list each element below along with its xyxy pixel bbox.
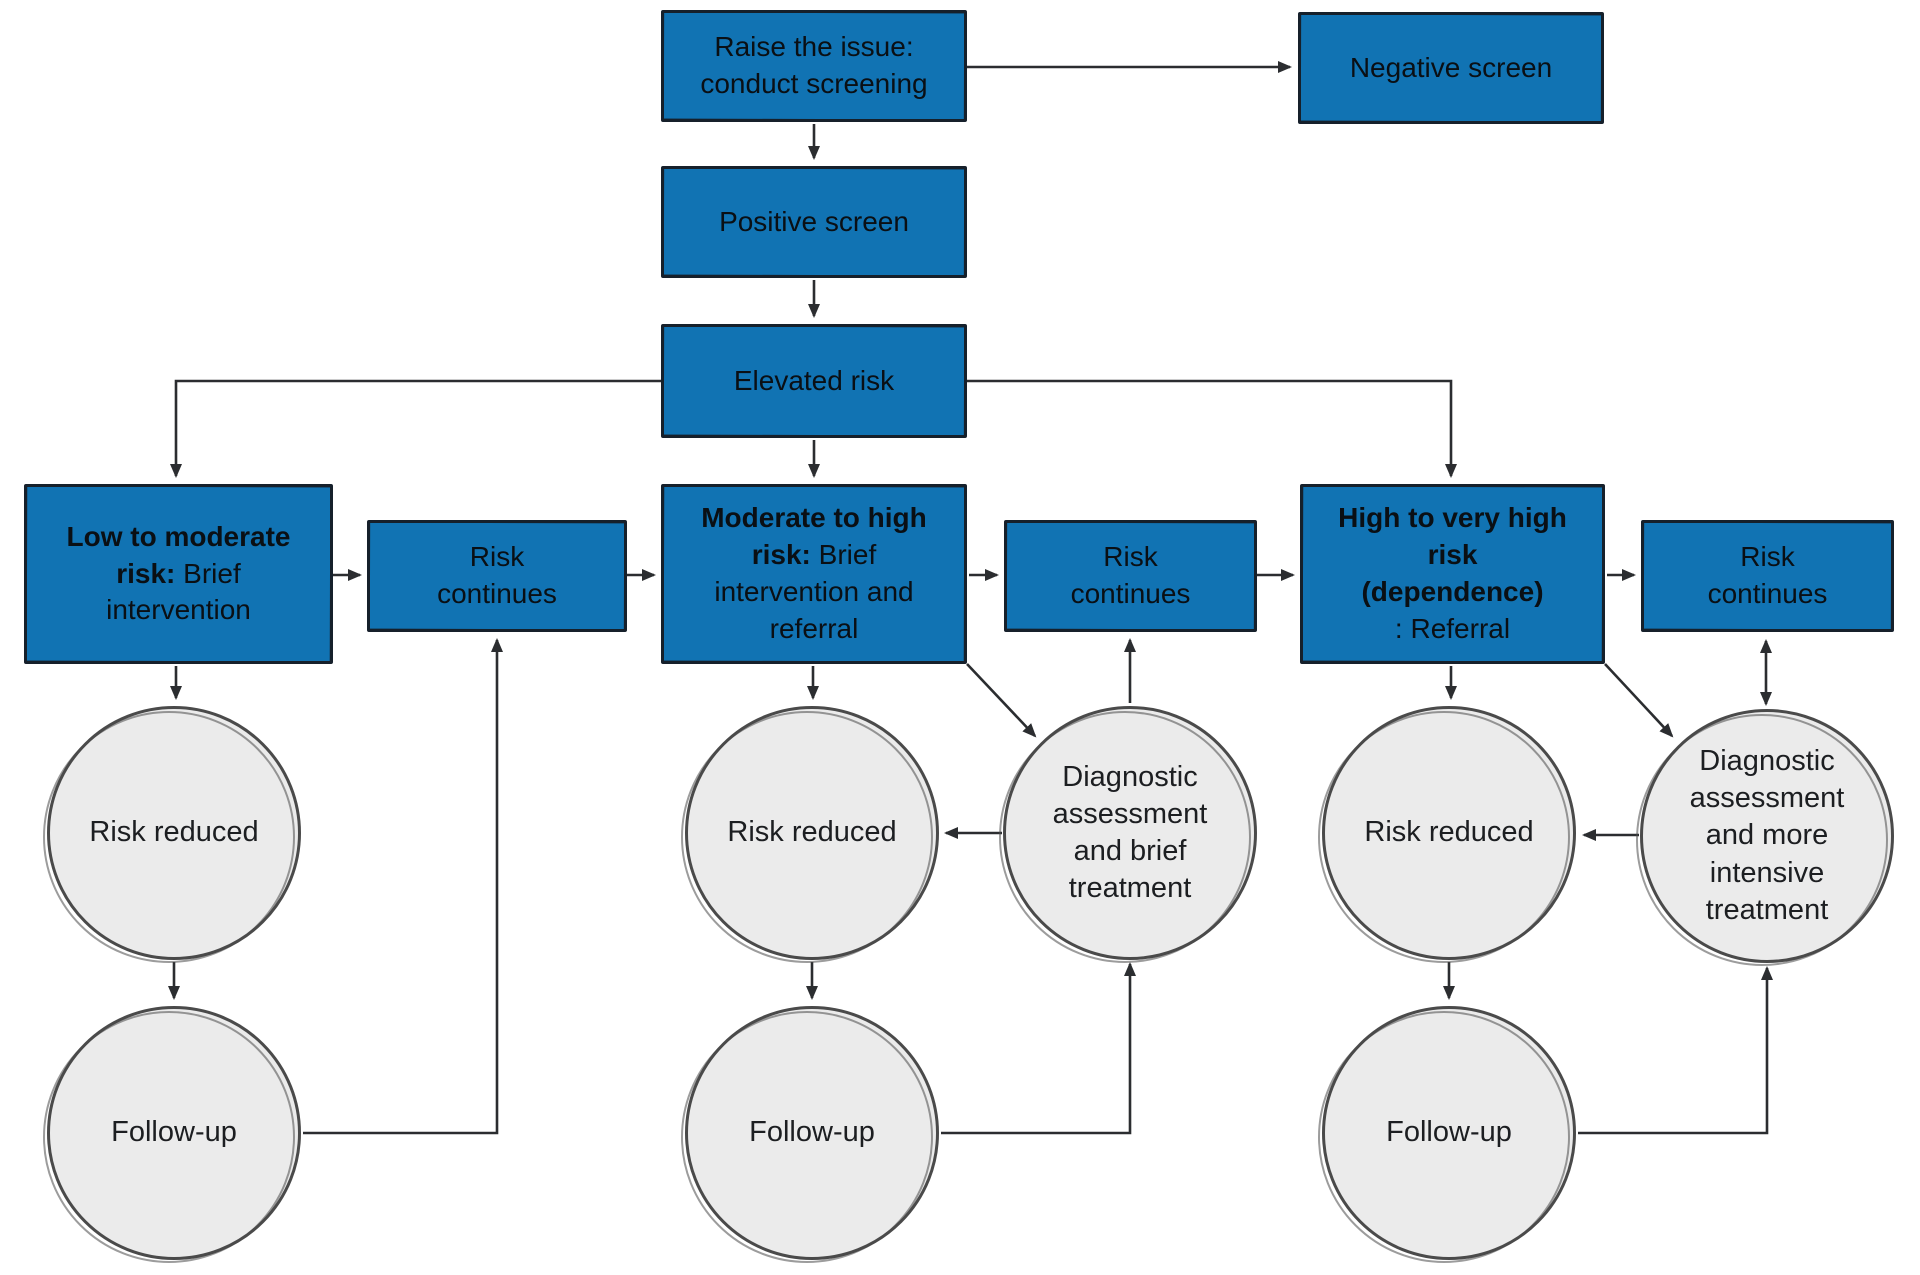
arrow-follow-up-moderate-to-diagnostic-brief bbox=[941, 962, 1136, 1135]
node-label: Risk continues bbox=[1070, 541, 1191, 609]
node-label: High to very high risk (dependence) : Ref… bbox=[1335, 500, 1570, 648]
node-follow-up-low: Follow-up bbox=[47, 1006, 301, 1260]
node-risk-continues-low: Risk continues bbox=[367, 520, 627, 632]
arrow-follow-up-high-to-diagnostic-intensive bbox=[1578, 966, 1773, 1135]
node-label-rest: : Referral bbox=[1394, 612, 1511, 644]
node-risk-reduced-moderate: Risk reduced bbox=[685, 706, 939, 960]
node-label: Diagnostic assessment and brief treatmen… bbox=[1052, 760, 1208, 905]
arrow-elevated-to-high bbox=[967, 379, 1457, 478]
node-high-to-very-high-risk: High to very high risk (dependence) : Ref… bbox=[1300, 484, 1605, 664]
node-elevated-risk: Elevated risk bbox=[661, 324, 967, 438]
node-label-bold: Moderate to high risk: bbox=[701, 502, 927, 571]
node-label-rest: Brief intervention bbox=[106, 557, 251, 626]
node-risk-continues-moderate: Risk continues bbox=[1004, 520, 1257, 632]
node-diagnostic-assessment-brief: Diagnostic assessment and brief treatmen… bbox=[1003, 706, 1257, 960]
node-label-rest: Brief intervention and referral bbox=[714, 539, 914, 644]
node-label: Low to moderate risk: Brief intervention bbox=[61, 519, 296, 630]
node-label: Risk reduced bbox=[727, 816, 897, 849]
node-label: Risk reduced bbox=[1364, 816, 1534, 849]
node-label: Moderate to high risk: Brief interventio… bbox=[697, 500, 932, 648]
node-label: Follow-up bbox=[1386, 1116, 1512, 1149]
node-label: Positive screen bbox=[719, 205, 909, 237]
node-label: Follow-up bbox=[749, 1116, 875, 1149]
node-follow-up-high: Follow-up bbox=[1322, 1006, 1576, 1260]
node-risk-reduced-low: Risk reduced bbox=[47, 706, 301, 960]
node-label: Diagnostic assessment and more intensive… bbox=[1689, 745, 1845, 926]
node-low-to-moderate-risk: Low to moderate risk: Brief intervention bbox=[24, 484, 333, 664]
arrow-elevated-to-low bbox=[170, 379, 661, 478]
node-label: Risk continues bbox=[1707, 541, 1828, 609]
node-label: Negative screen bbox=[1349, 51, 1553, 83]
node-risk-continues-high: Risk continues bbox=[1641, 520, 1894, 632]
node-follow-up-moderate: Follow-up bbox=[685, 1006, 939, 1260]
node-negative-screen: Negative screen bbox=[1298, 12, 1604, 124]
node-label: Risk continues bbox=[437, 541, 557, 609]
node-label: Elevated risk bbox=[733, 364, 895, 396]
arrow-moderate-to-diagnostic-brief bbox=[966, 663, 1037, 738]
node-raise-the-issue: Raise the issue: conduct screening bbox=[661, 10, 967, 122]
node-positive-screen: Positive screen bbox=[661, 166, 967, 278]
arrow-follow-up-low-to-risk-continues bbox=[303, 638, 503, 1135]
node-label-bold: High to very high risk (dependence) bbox=[1338, 502, 1567, 607]
node-label: Raise the issue: conduct screening bbox=[700, 31, 928, 99]
arrow-high-to-diagnostic-intensive bbox=[1604, 663, 1674, 738]
node-label: Risk reduced bbox=[89, 816, 259, 849]
node-moderate-to-high-risk: Moderate to high risk: Brief interventio… bbox=[661, 484, 967, 664]
node-risk-reduced-high: Risk reduced bbox=[1322, 706, 1576, 960]
node-label-bold: Low to moderate risk: bbox=[66, 520, 291, 589]
node-diagnostic-assessment-intensive: Diagnostic assessment and more intensive… bbox=[1640, 709, 1894, 963]
node-label: Follow-up bbox=[111, 1116, 237, 1149]
